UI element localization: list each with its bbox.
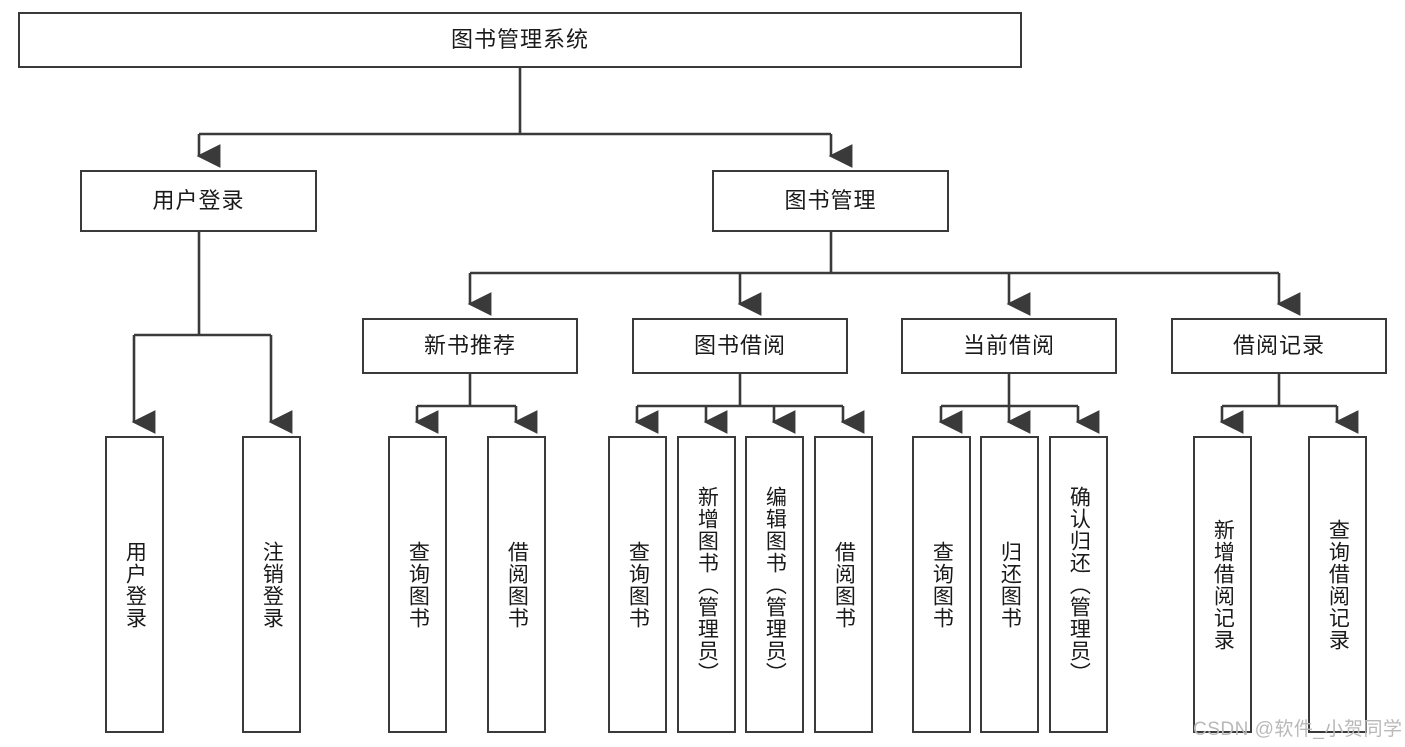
node-label: 注销登录 <box>260 540 284 629</box>
node-leaf-add-book-admin[interactable]: 新增图书（管理员） <box>677 436 736 733</box>
node-leaf-borrow-book[interactable]: 借阅图书 <box>814 436 873 733</box>
node-leaf-edit-book-admin[interactable]: 编辑图书（管理员） <box>745 436 804 733</box>
node-label: 借阅图书 <box>832 540 856 629</box>
node-label: 归还图书 <box>998 540 1022 629</box>
node-label: 图书管理 <box>784 187 877 213</box>
node-label: 查询图书 <box>406 540 430 629</box>
node-leaf-query-borrow-record[interactable]: 查询借阅记录 <box>1308 436 1367 733</box>
node-current-borrow[interactable]: 当前借阅 <box>901 318 1117 374</box>
node-label: 查询图书 <box>626 540 650 629</box>
node-leaf-query-book-new[interactable]: 查询图书 <box>388 436 447 733</box>
node-book-management[interactable]: 图书管理 <box>712 170 949 232</box>
node-leaf-borrow-book-new[interactable]: 借阅图书 <box>487 436 546 733</box>
node-borrow-record[interactable]: 借阅记录 <box>1171 318 1387 374</box>
node-label: 查询借阅记录 <box>1326 518 1350 651</box>
node-label: 新书推荐 <box>423 332 516 358</box>
node-label: 用户登录 <box>123 540 147 629</box>
node-label: 当前借阅 <box>962 332 1055 358</box>
node-leaf-logout[interactable]: 注销登录 <box>242 436 301 733</box>
node-label: 新增图书（管理员） <box>695 485 719 684</box>
node-new-book-recommend[interactable]: 新书推荐 <box>362 318 578 374</box>
node-label: 图书借阅 <box>693 332 786 358</box>
node-book-borrow[interactable]: 图书借阅 <box>632 318 848 374</box>
node-leaf-add-borrow-record[interactable]: 新增借阅记录 <box>1193 436 1252 733</box>
node-root-system[interactable]: 图书管理系统 <box>18 12 1022 68</box>
node-leaf-return-book[interactable]: 归还图书 <box>980 436 1039 733</box>
node-user-login[interactable]: 用户登录 <box>80 170 317 232</box>
node-label: 确认归还（管理员） <box>1067 485 1091 684</box>
node-label: 借阅记录 <box>1232 332 1325 358</box>
node-label: 编辑图书（管理员） <box>763 485 787 684</box>
node-leaf-user-login[interactable]: 用户登录 <box>105 436 164 733</box>
node-leaf-query-book-borrow[interactable]: 查询图书 <box>608 436 667 733</box>
node-label: 新增借阅记录 <box>1211 518 1235 651</box>
node-leaf-confirm-return-admin[interactable]: 确认归还（管理员） <box>1049 436 1108 733</box>
node-label: 用户登录 <box>152 187 245 213</box>
csdn-watermark: CSDN @软件_小贺同学 <box>1193 719 1403 740</box>
node-label: 查询图书 <box>930 540 954 629</box>
node-label: 借阅图书 <box>505 540 529 629</box>
node-label: 图书管理系统 <box>450 26 589 52</box>
node-leaf-query-book-current[interactable]: 查询图书 <box>912 436 971 733</box>
